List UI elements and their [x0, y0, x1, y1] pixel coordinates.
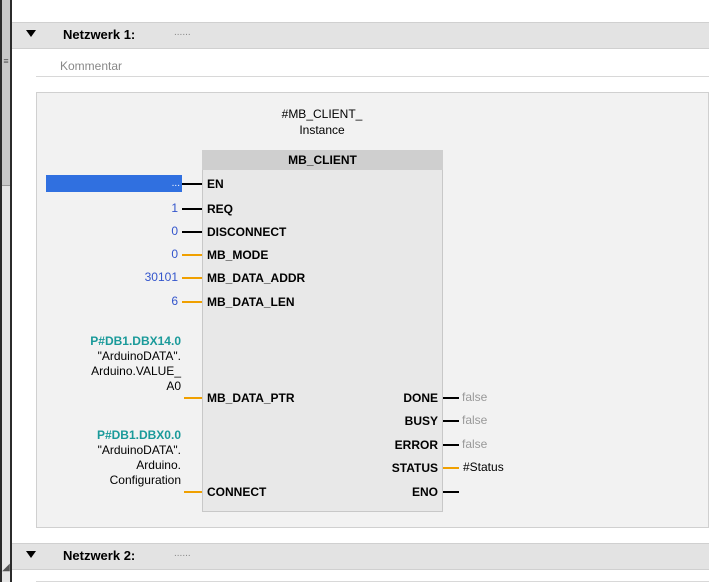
status-wire [443, 467, 459, 469]
pin-busy: BUSY [404, 414, 438, 428]
network-1-comment[interactable]: Kommentar [36, 55, 709, 77]
en-wire [182, 183, 202, 185]
pin-mb-data-len: MB_DATA_LEN [207, 295, 295, 309]
pin-eno: ENO [411, 485, 438, 499]
collapse-triangle-icon[interactable] [26, 30, 36, 37]
network-1-header[interactable]: Netzwerk 1: ...... [12, 22, 709, 49]
network-2-comment[interactable] [36, 574, 709, 582]
network-2-header[interactable]: Netzwerk 2: ...... [12, 543, 709, 570]
pin-en: EN [207, 177, 224, 191]
pin-disconnect: DISCONNECT [207, 225, 287, 239]
mb-data-ptr-operand[interactable]: P#DB1.DBX14.0 "ArduinoDATA". Arduino.VAL… [36, 334, 181, 394]
vertical-scrollbar[interactable]: ≡ ◢ [0, 0, 12, 582]
instance-line-1: #MB_CLIENT_ [281, 107, 363, 121]
mb-client-block[interactable] [202, 150, 443, 512]
network-2-title-field[interactable]: ...... [174, 548, 191, 559]
req-wire [182, 208, 202, 210]
eno-wire [443, 491, 459, 493]
network-2-title: Netzwerk 2: [63, 548, 136, 563]
error-value[interactable]: false [462, 437, 488, 451]
instance-line-2: Instance [299, 123, 345, 137]
mb-mode-wire [182, 254, 202, 256]
disconnect-value[interactable]: 0 [171, 224, 178, 238]
pin-done: DONE [403, 391, 438, 405]
pin-mb-data-addr: MB_DATA_ADDR [207, 271, 306, 285]
connect-line-1: "ArduinoDATA". [97, 443, 181, 457]
scrollbar-thumb[interactable] [2, 0, 10, 186]
pin-mb-mode: MB_MODE [207, 248, 269, 262]
error-wire [443, 444, 459, 446]
en-input-field[interactable]: ... [46, 175, 182, 192]
mb-mode-value[interactable]: 0 [171, 247, 178, 261]
instance-db-label[interactable]: #MB_CLIENT_ Instance [262, 106, 382, 138]
mb-data-addr-value[interactable]: 30101 [144, 270, 178, 284]
connect-line-3: Configuration [109, 473, 181, 487]
status-value[interactable]: #Status [463, 460, 504, 474]
pin-mb-data-ptr: MB_DATA_PTR [207, 391, 295, 405]
block-title: MB_CLIENT [202, 150, 443, 170]
req-value[interactable]: 1 [171, 201, 178, 215]
busy-wire [443, 420, 459, 422]
mb-data-len-value[interactable]: 6 [171, 294, 178, 308]
mb-data-len-wire [182, 301, 202, 303]
network-1-title: Netzwerk 1: [63, 27, 136, 42]
pin-req: REQ [207, 202, 234, 216]
pin-status: STATUS [391, 461, 438, 475]
mb-data-addr-wire [182, 277, 202, 279]
resize-corner-icon[interactable]: ◢ [2, 562, 10, 573]
pin-connect: CONNECT [207, 485, 267, 499]
connect-wire [184, 491, 202, 493]
connect-line-2: Arduino. [136, 458, 181, 472]
grip-icon: ≡ [3, 56, 9, 66]
pin-error: ERROR [394, 438, 438, 452]
mb-data-ptr-wire [184, 397, 202, 399]
scrollbar-track[interactable] [2, 0, 10, 582]
disconnect-wire [182, 231, 202, 233]
network-1-title-field[interactable]: ...... [174, 27, 191, 38]
busy-value[interactable]: false [462, 413, 488, 427]
connect-pointer: P#DB1.DBX0.0 [96, 428, 181, 442]
mb-data-ptr-pointer: P#DB1.DBX14.0 [90, 334, 181, 348]
done-value[interactable]: false [462, 390, 488, 404]
mb-data-ptr-line-2: Arduino.VALUE_ [91, 364, 181, 378]
done-wire [443, 397, 459, 399]
mb-data-ptr-line-1: "ArduinoDATA". [97, 349, 181, 363]
collapse-triangle-icon[interactable] [26, 551, 36, 558]
connect-operand[interactable]: P#DB1.DBX0.0 "ArduinoDATA". Arduino. Con… [36, 428, 181, 488]
mb-data-ptr-line-3: A0 [166, 379, 181, 393]
